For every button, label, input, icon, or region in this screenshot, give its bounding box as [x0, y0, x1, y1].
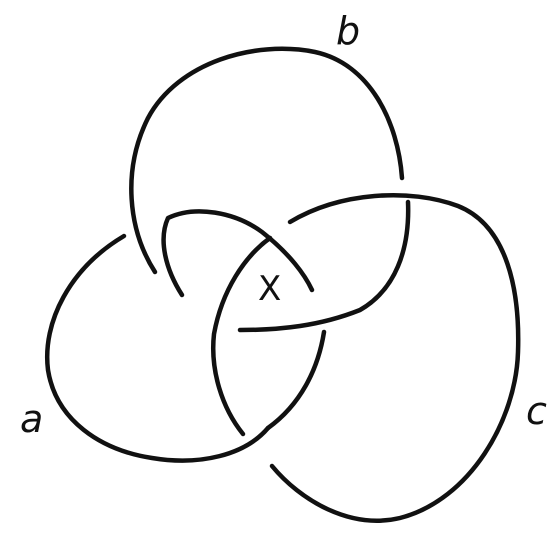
inner-strand-b-to-c	[240, 202, 408, 330]
inner-strand-a-to-c	[213, 238, 270, 434]
label-b: b	[336, 9, 360, 53]
label-c: c	[526, 389, 547, 433]
label-x: X	[258, 269, 281, 309]
loop-c-arc	[272, 195, 518, 520]
inner-strand-c-to-a	[268, 332, 324, 428]
label-a: a	[20, 397, 43, 441]
loop-a-arc	[47, 236, 268, 461]
